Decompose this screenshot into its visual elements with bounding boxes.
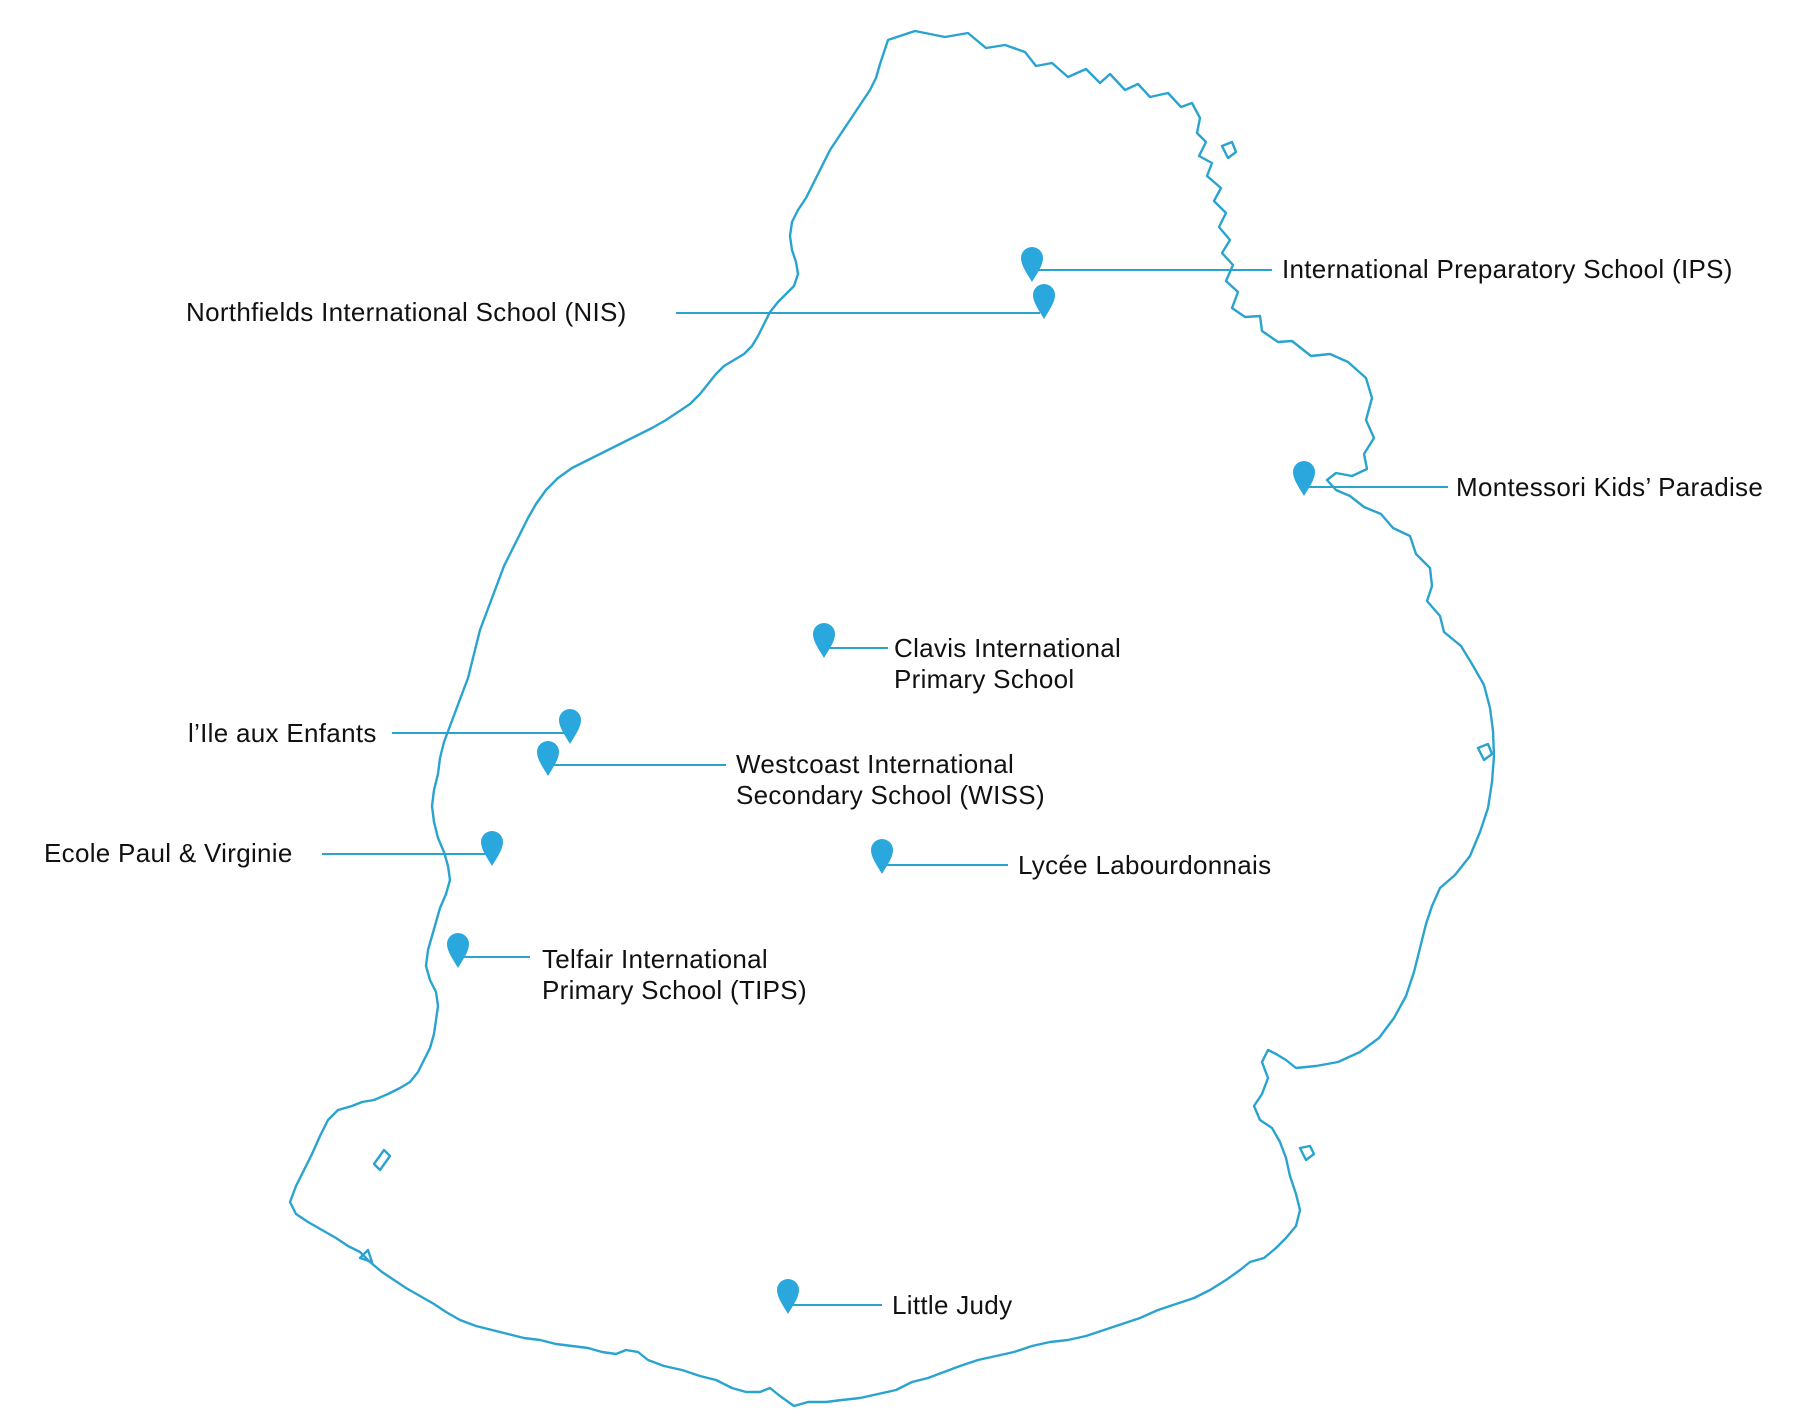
map-pin-icon[interactable]	[813, 623, 835, 658]
map-pin-icon[interactable]	[537, 741, 559, 776]
label-tips-line-2: Primary School (TIPS)	[542, 975, 807, 1005]
label-paul-virginie: Ecole Paul & Virginie	[44, 838, 293, 868]
school-labels: International Preparatory School (IPS) N…	[44, 254, 1763, 1320]
label-little-judy: Little Judy	[892, 1290, 1012, 1320]
label-montessori: Montessori Kids’ Paradise	[1456, 472, 1763, 502]
map-pin-icon[interactable]	[871, 839, 893, 874]
map-pin-icon[interactable]	[559, 709, 581, 744]
map-pin-icon[interactable]	[481, 831, 503, 866]
map-pin-icon[interactable]	[1293, 461, 1315, 496]
map-pin-icon[interactable]	[447, 933, 469, 968]
label-ile-aux-enfants: l’Ile aux Enfants	[188, 718, 377, 748]
label-wiss-line-2: Secondary School (WISS)	[736, 780, 1045, 810]
coastline	[288, 29, 1496, 1408]
location-pins	[447, 247, 1315, 1314]
map-pin-icon[interactable]	[777, 1279, 799, 1314]
label-ips: International Preparatory School (IPS)	[1282, 254, 1733, 284]
label-labourdonnais: Lycée Labourdonnais	[1018, 850, 1271, 880]
map-pin-icon[interactable]	[1033, 284, 1055, 319]
label-clavis-line-1: Clavis International	[894, 633, 1121, 663]
label-nis: Northfields International School (NIS)	[186, 297, 627, 327]
label-wiss-line-1: Westcoast International	[736, 749, 1014, 779]
map-pin-icon[interactable]	[1021, 247, 1043, 282]
label-clavis-line-2: Primary School	[894, 664, 1074, 694]
leader-lines	[322, 269, 1448, 1306]
label-tips-line-1: Telfair International	[542, 944, 768, 974]
